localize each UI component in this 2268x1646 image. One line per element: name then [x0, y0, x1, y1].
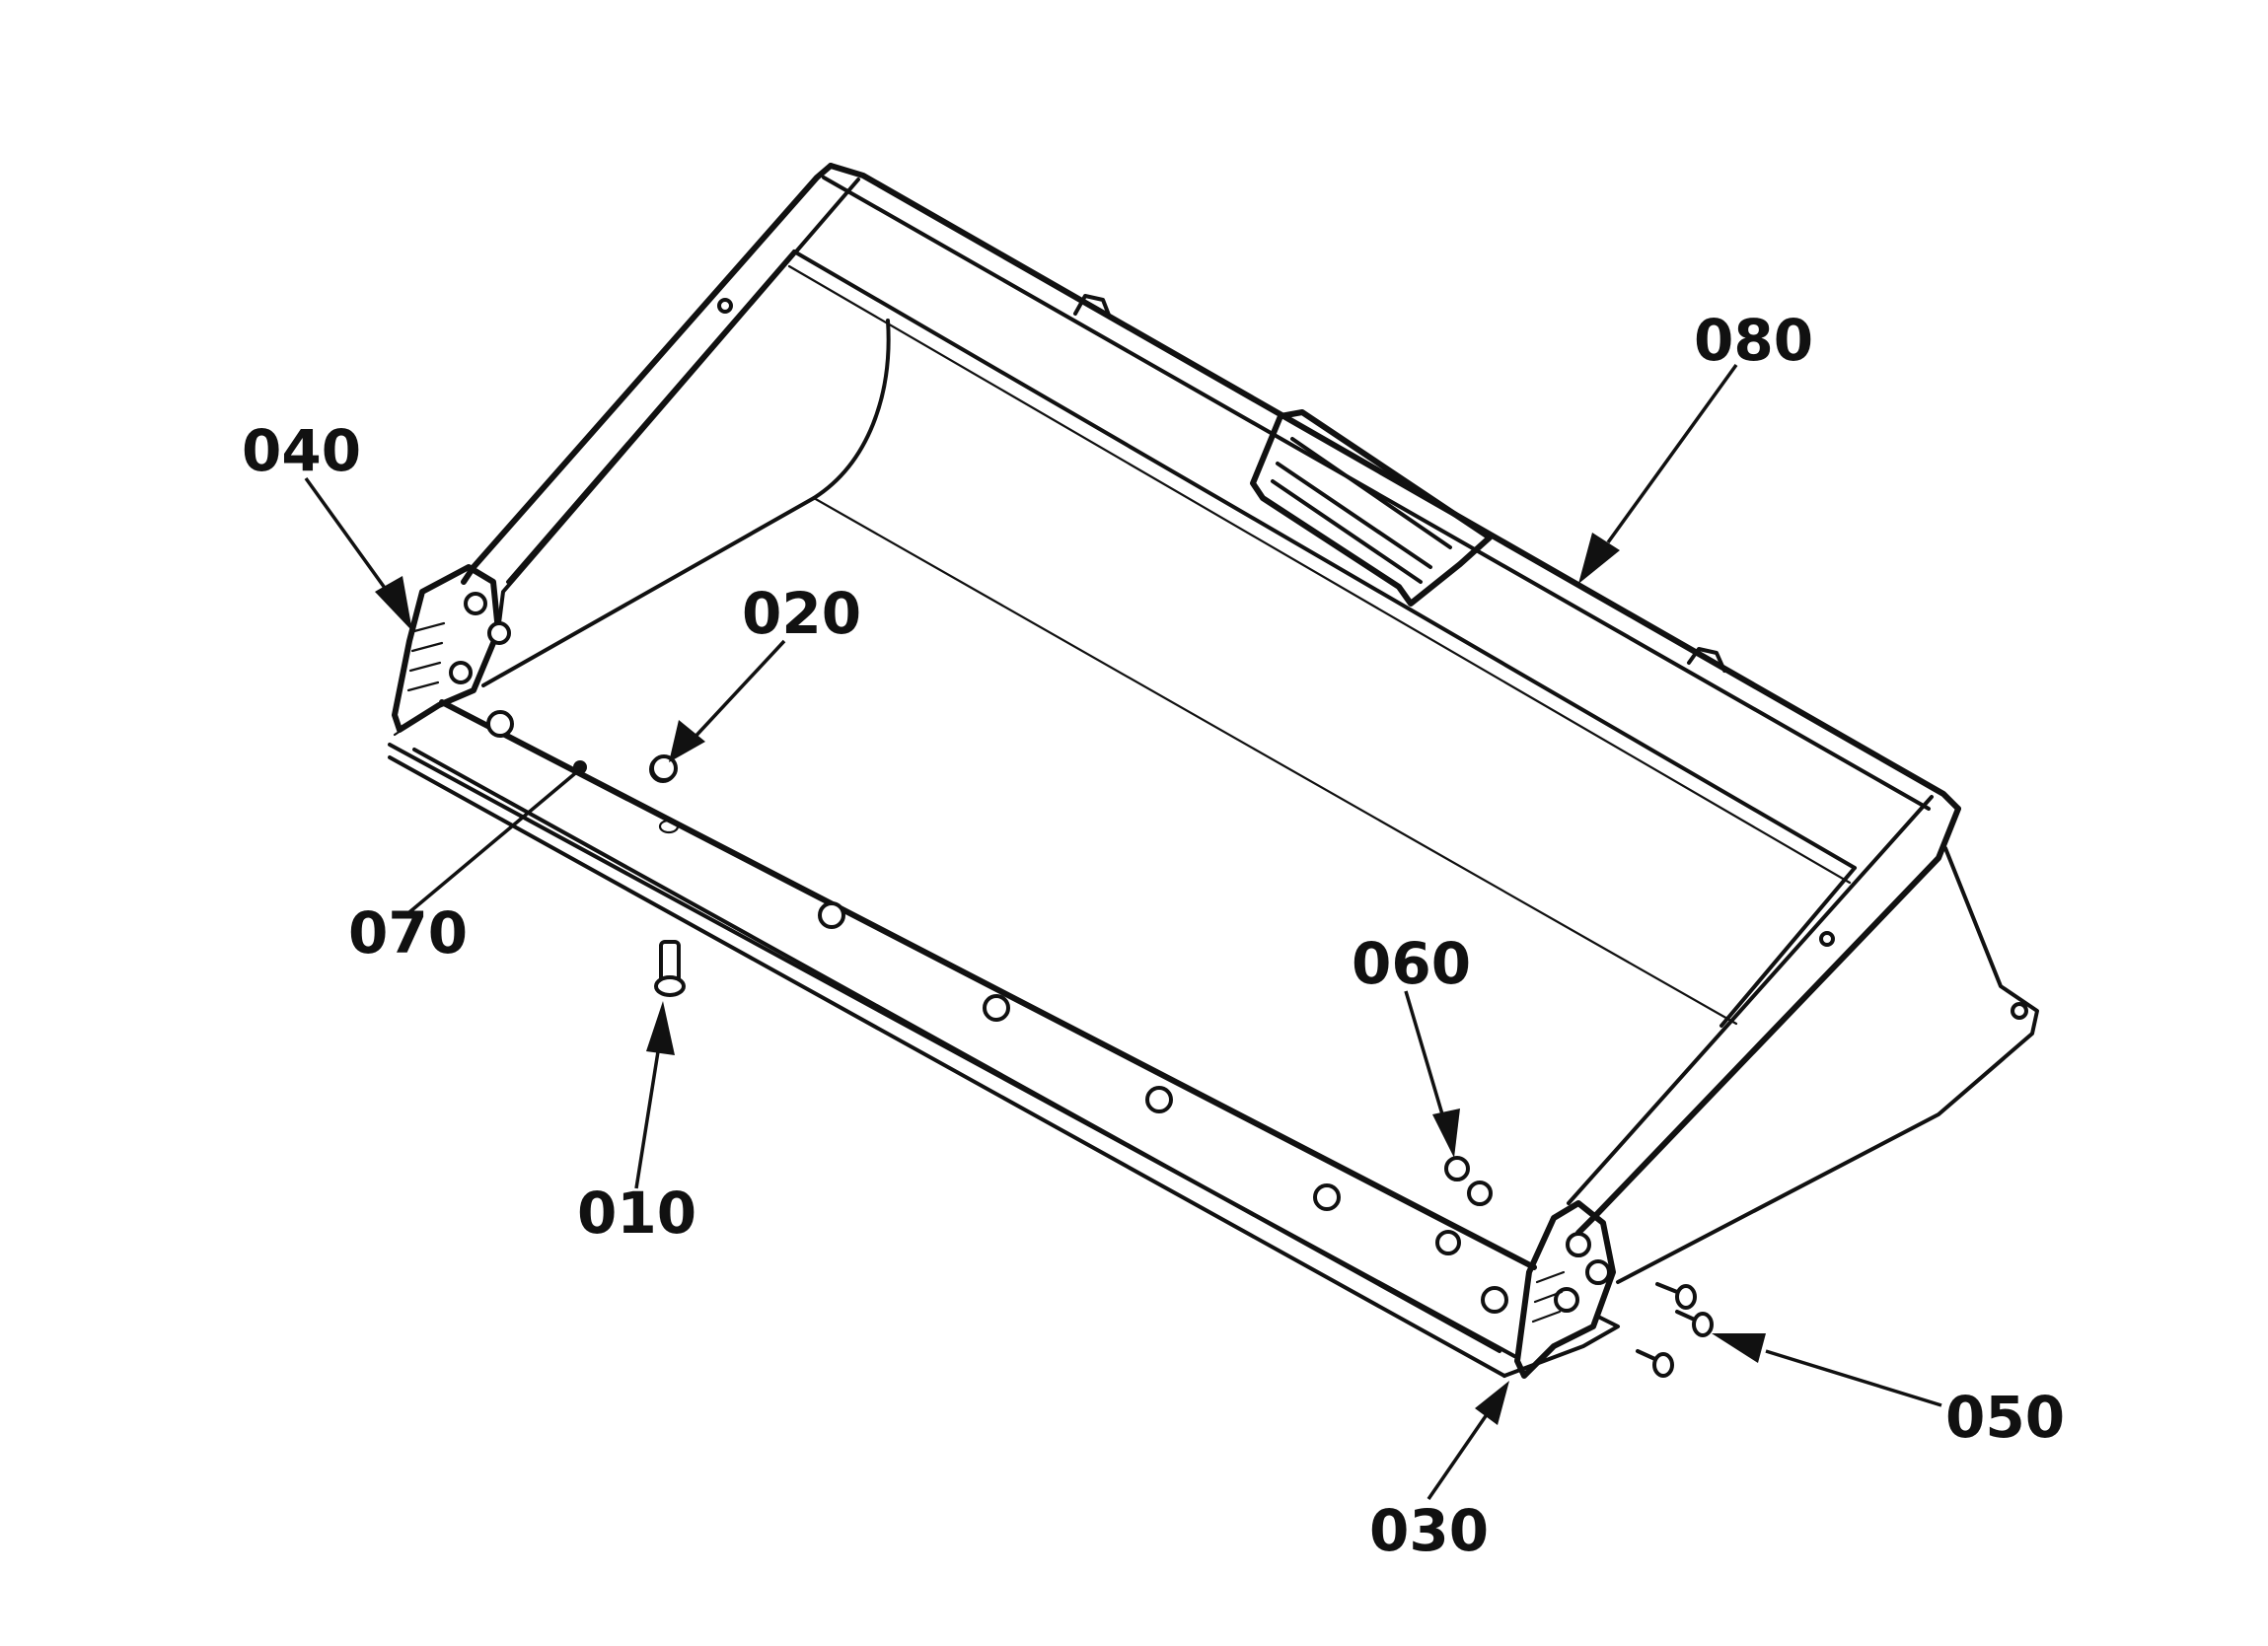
front-edge-lower: [388, 755, 1506, 1378]
left-side-outer: [461, 163, 834, 585]
callout-020: 020: [669, 580, 861, 762]
callout-070: 070: [348, 767, 582, 966]
callout-label: 050: [1945, 1384, 2065, 1451]
floor-crease: [812, 496, 1738, 1026]
left-corner-plate: [392, 564, 511, 733]
handle-grip: [1276, 462, 1432, 569]
handle-grip: [1271, 479, 1423, 584]
front-edge-right-end: [1502, 1315, 1620, 1378]
part-010-bolt: [654, 940, 686, 997]
leader-line: [689, 639, 786, 744]
top-rear-rail-lower: [792, 250, 1857, 870]
bolt-hole: [658, 819, 680, 834]
callout-080: 080: [1578, 307, 1813, 584]
right-side-inner: [1567, 795, 1934, 1205]
plate-rib: [406, 680, 440, 692]
side-hole: [2011, 1002, 2028, 1020]
handle-outline: [1250, 409, 1493, 607]
bolt-head: [1313, 1183, 1341, 1211]
part-050-bolts: [1636, 1282, 1714, 1378]
leader-arrow: [646, 1001, 675, 1055]
handle-grip: [1290, 437, 1452, 549]
callout-030: 030: [1369, 1381, 1509, 1564]
plate-rib: [1535, 1270, 1566, 1284]
leader-arrow: [669, 720, 705, 762]
callout-label: 030: [1369, 1497, 1489, 1564]
part-060-nuts: [1444, 1156, 1493, 1206]
callout-label: 020: [742, 580, 861, 647]
plate-rib: [1533, 1290, 1564, 1304]
left-side-frame: [506, 250, 796, 584]
side-hole: [1819, 931, 1835, 947]
callout-label: 080: [1694, 307, 1813, 374]
leader-line: [1404, 990, 1447, 1125]
right-corner-plate: [1514, 1200, 1616, 1379]
callout-label: 040: [242, 417, 361, 484]
part-020-nut: [650, 754, 678, 782]
side-hole: [717, 298, 733, 314]
bolt-head: [1692, 1312, 1714, 1337]
leader-line: [1606, 363, 1738, 544]
bolt-head: [1481, 1286, 1508, 1314]
callout-label: 060: [1352, 930, 1471, 997]
bolt-head: [464, 592, 487, 615]
bolt-head: [1585, 1259, 1611, 1285]
rail-tab-right: [1687, 647, 1726, 673]
bolt-head: [486, 710, 514, 738]
callout-010: 010: [577, 1001, 696, 1247]
leader-line: [1427, 1409, 1492, 1500]
leader-arrow: [1432, 1109, 1460, 1158]
right-side-outer: [1575, 806, 1961, 1236]
leader-arrow: [375, 576, 412, 631]
right-back-plate: [1616, 846, 2039, 1284]
plate-rib: [408, 661, 442, 673]
center-handle: [1250, 409, 1493, 607]
leader-arrow: [1712, 1333, 1766, 1363]
plate-rib: [410, 641, 444, 653]
top-rear-rail-face: [787, 264, 1852, 885]
leader-line: [1765, 1349, 1942, 1407]
rail-tab-left: [1073, 294, 1112, 320]
bolt-head: [1435, 1230, 1461, 1255]
bolt-head: [449, 661, 473, 684]
left-back-curve: [812, 319, 891, 500]
bolt-head: [654, 975, 686, 997]
leader-line: [304, 476, 397, 604]
bolt-head: [1554, 1287, 1579, 1313]
callout-060: 060: [1352, 930, 1471, 1158]
callout-label: 070: [348, 899, 468, 966]
right-side-frame: [1719, 866, 1857, 1028]
callout-label: 010: [577, 1180, 696, 1247]
callout-050: 050: [1712, 1333, 2065, 1451]
top-rear-rail: [828, 163, 1961, 812]
bolt-head: [983, 994, 1010, 1022]
left-floor-edge: [481, 496, 816, 687]
bolt-head: [1675, 1284, 1697, 1310]
bolt-head: [1566, 1232, 1591, 1257]
nut: [1444, 1156, 1470, 1181]
bucket-body: [388, 163, 2039, 1379]
top-rear-rail-inner: [822, 176, 1931, 811]
left-side-inner: [496, 178, 860, 633]
leader-line: [634, 1044, 661, 1189]
callout-040: 040: [242, 417, 412, 631]
right-corner-plate-outline: [1514, 1200, 1616, 1379]
leader-arrow: [1475, 1381, 1509, 1425]
leader-line: [407, 767, 582, 914]
bolt-head: [1652, 1352, 1674, 1378]
left-corner-plate-outline: [392, 564, 501, 733]
plate-rib: [412, 621, 446, 633]
plate-rib: [1531, 1310, 1562, 1324]
front-edge-bottom: [412, 748, 1501, 1353]
front-edge-top: [439, 699, 1537, 1270]
bolt-head: [487, 621, 511, 645]
leader-arrow: [1578, 533, 1620, 584]
bolt-head: [1145, 1086, 1173, 1113]
bolt-head: [818, 901, 845, 929]
nut: [1467, 1181, 1493, 1206]
